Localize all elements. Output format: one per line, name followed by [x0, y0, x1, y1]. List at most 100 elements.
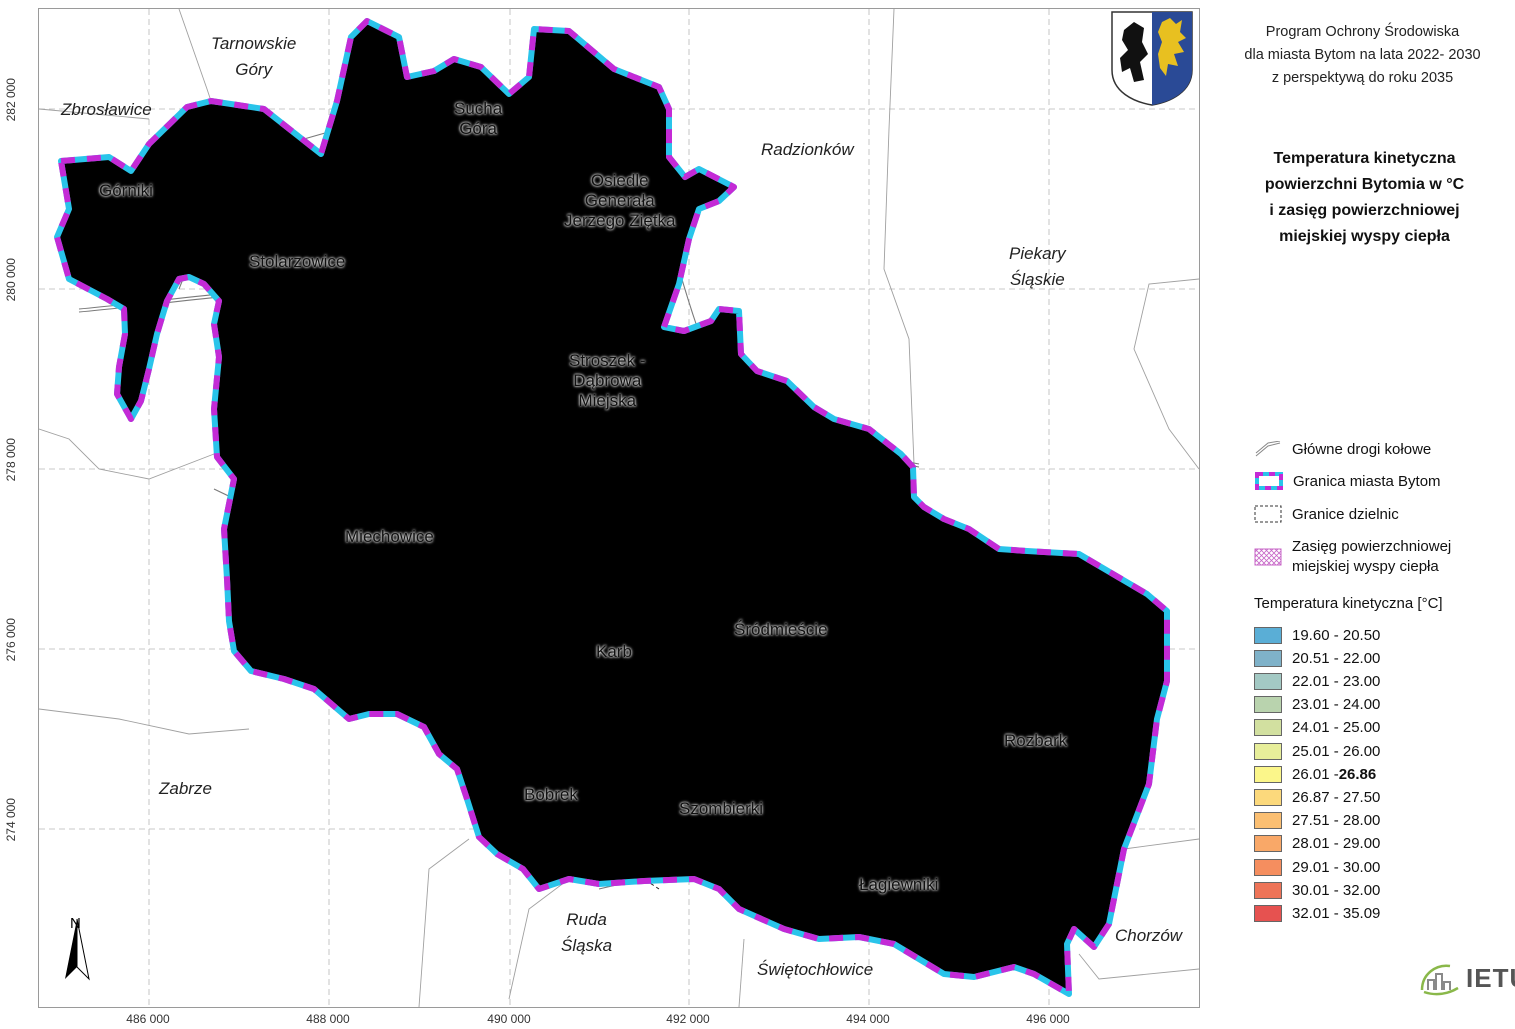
district-label: Bobrek	[524, 785, 578, 804]
temperature-swatch	[1254, 626, 1282, 644]
temperature-swatch	[1254, 765, 1282, 783]
temperature-swatch	[1254, 835, 1282, 853]
temperature-class: 32.01 - 35.09	[1254, 902, 1380, 924]
x-tick-label: 494 000	[846, 1012, 890, 1026]
coat-of-arms-logo	[1111, 11, 1193, 106]
map-title-line: i zasięg powierzchniowej	[1269, 202, 1460, 219]
temperature-class-label: 19.60 - 20.50	[1292, 626, 1381, 644]
temperature-swatch	[1254, 696, 1282, 714]
legend-roads: Główne drogi kołowe	[1254, 438, 1431, 460]
legend-city-border-label: Granica miasta Bytom	[1293, 472, 1441, 490]
temperature-class-label-bold: 26.86	[1338, 765, 1377, 783]
neighbor-label: Radzionków	[761, 140, 854, 159]
temperature-class: 19.60 - 20.50	[1254, 624, 1380, 646]
legend-panel	[1200, 0, 1515, 1029]
district-label: Miechowice	[345, 527, 434, 546]
district-label: Stroszek - Dąbrowa Miejska	[569, 351, 646, 410]
temperature-class-label: 26.01 -	[1292, 765, 1339, 783]
neighbor-label: Chorzów	[1115, 926, 1183, 945]
temperature-swatch	[1254, 881, 1282, 899]
city-border-symbol-icon	[1255, 472, 1283, 490]
thermal-map[interactable]	[39, 9, 1199, 1007]
map-title-line: powierzchni Bytomia w °C	[1264, 176, 1465, 193]
temperature-class-label: 23.01 - 24.00	[1292, 696, 1381, 714]
neighbor-label: Świętochłowice	[757, 960, 874, 979]
north-arrow-label: N	[70, 915, 81, 932]
temperature-swatch	[1254, 672, 1282, 690]
ietu-logo-icon	[1420, 964, 1459, 996]
district-label: Rozbark	[1004, 731, 1068, 750]
temperature-class: 29.01 - 30.00	[1254, 856, 1380, 878]
map-frame[interactable]: Górniki Stolarzowice Sucha Góra Osiedle …	[38, 8, 1200, 1008]
map-title-line: Temperatura kinetyczna	[1273, 150, 1456, 167]
temperature-class: 27.51 - 28.00	[1254, 810, 1380, 832]
roads-symbol-icon	[1255, 440, 1281, 456]
temperature-legend-title: Temperatura kinetyczna [°C]	[1254, 595, 1443, 612]
y-tick-label: 278 000	[4, 438, 18, 482]
temperature-class: 25.01 - 26.00	[1254, 740, 1380, 762]
x-tick-label: 488 000	[306, 1012, 350, 1026]
temperature-class: 22.01 - 23.00	[1254, 670, 1380, 692]
legend-heat-island: Zasięg powierzchniowej miejskiej wyspy c…	[1254, 537, 1451, 577]
temperature-swatch	[1254, 719, 1282, 737]
temperature-class-label: 29.01 - 30.00	[1292, 858, 1381, 876]
x-tick-label: 490 000	[487, 1012, 531, 1026]
legend-district-borders: Granice dzielnic	[1254, 503, 1399, 525]
temperature-class: 23.01 - 24.00	[1254, 694, 1380, 716]
temperature-swatch	[1254, 858, 1282, 876]
temperature-class: 26.01 - 26.86	[1254, 763, 1376, 785]
legend-heat-island-line2: miejskiej wyspy ciepła	[1292, 558, 1439, 575]
neighbor-label: Tarnowskie Góry	[211, 34, 297, 79]
district-label: Śródmieście	[734, 620, 828, 639]
heat-island-symbol-icon	[1254, 548, 1282, 566]
temperature-class-label: 28.01 - 29.00	[1292, 835, 1381, 853]
x-tick-label: 486 000	[126, 1012, 170, 1026]
temperature-class-label: 24.01 - 25.00	[1292, 719, 1381, 737]
temperature-class: 26.87 - 27.50	[1254, 786, 1380, 808]
district-label: Szombierki	[679, 799, 764, 818]
district-label: Łagiewniki	[859, 875, 939, 894]
temperature-class-label: 27.51 - 28.00	[1292, 812, 1381, 830]
y-tick-label: 276 000	[4, 618, 18, 662]
y-tick-label: 280 000	[4, 258, 18, 302]
legend-roads-label: Główne drogi kołowe	[1292, 440, 1432, 458]
program-title-line: dla miasta Bytom na lata 2022- 2030	[1244, 47, 1481, 63]
temperature-class-label: 20.51 - 22.00	[1292, 649, 1381, 667]
temperature-swatch	[1254, 904, 1282, 922]
map-title-line: miejskiej wyspy ciepła	[1279, 228, 1450, 245]
ietu-logo: IETU	[1418, 960, 1515, 996]
city-border	[54, 18, 1170, 997]
temperature-class-label: 25.01 - 26.00	[1292, 742, 1381, 760]
temperature-class-label: 30.01 - 32.00	[1292, 881, 1381, 899]
temperature-swatch	[1254, 812, 1282, 830]
district-label: Osiedle Generała Jerzego Ziętka	[564, 171, 676, 230]
district-border-symbol-icon	[1254, 505, 1282, 523]
neighbor-label: Piekary Śląskie	[1009, 244, 1066, 289]
temperature-swatch	[1254, 649, 1282, 667]
x-tick-label: 492 000	[666, 1012, 710, 1026]
y-tick-label: 274 000	[4, 798, 18, 842]
district-label: Karb	[596, 642, 632, 661]
x-tick-label: 496 000	[1026, 1012, 1070, 1026]
y-tick-label: 282 000	[4, 78, 18, 122]
neighbor-label: Ruda Śląska	[561, 910, 613, 955]
temperature-class: 20.51 - 22.00	[1254, 647, 1380, 669]
district-label: Stolarzowice	[249, 252, 346, 271]
district-label: Górniki	[99, 181, 153, 200]
program-title-line: Program Ochrony Środowiska	[1265, 24, 1460, 40]
legend-city-border: Granica miasta Bytom	[1254, 470, 1441, 492]
program-title-line: z perspektywą do roku 2035	[1271, 70, 1454, 86]
north-arrow	[65, 918, 90, 981]
district-label: Sucha Góra	[454, 99, 503, 138]
temperature-class: 30.01 - 32.00	[1254, 879, 1380, 901]
temperature-class-label: 32.01 - 35.09	[1292, 904, 1381, 922]
legend-heat-island-line1: Zasięg powierzchniowej	[1292, 538, 1452, 555]
temperature-class-label: 26.87 - 27.50	[1292, 788, 1381, 806]
neighbor-label: Zabrze	[159, 779, 212, 798]
neighbor-borders	[39, 9, 1199, 1007]
neighbor-label: Zbrosławice	[61, 100, 152, 119]
ietu-logo-text: IETU	[1466, 962, 1515, 993]
temperature-class: 28.01 - 29.00	[1254, 833, 1380, 855]
temperature-swatch	[1254, 788, 1282, 806]
temperature-swatch	[1254, 742, 1282, 760]
